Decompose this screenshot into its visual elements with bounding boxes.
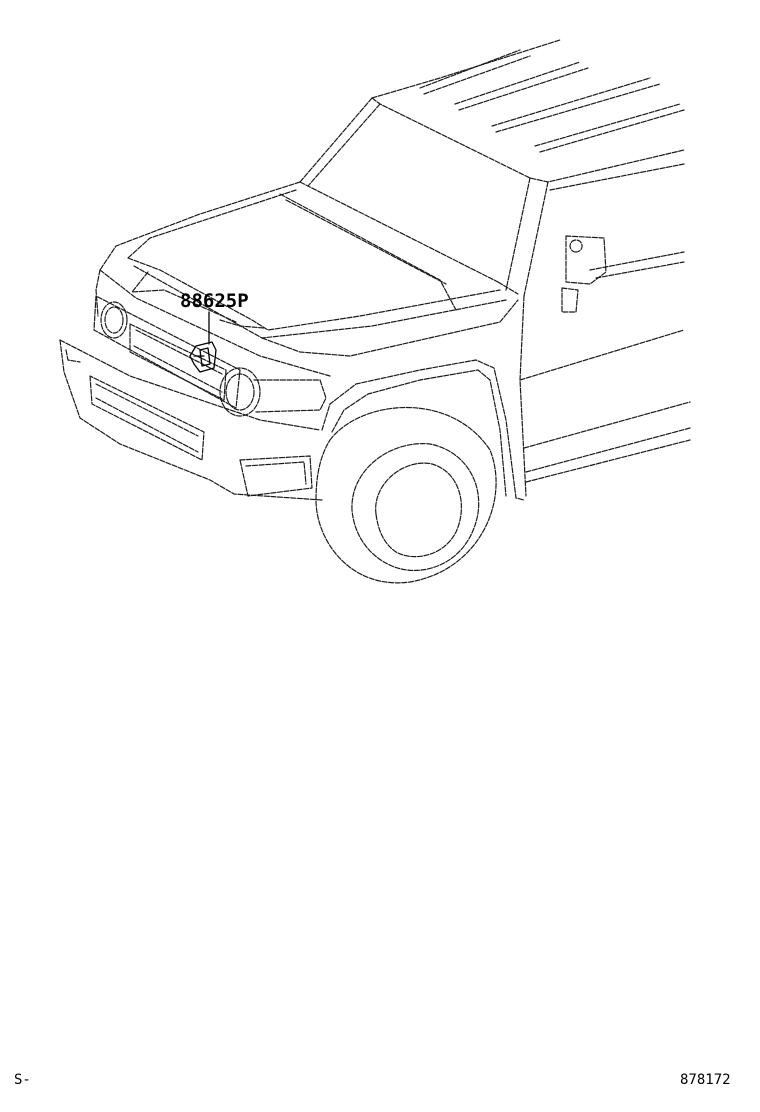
sensor-part-88625P[interactable] — [189, 311, 217, 373]
illustration-number-text: 878172 — [680, 1072, 731, 1088]
grille — [93, 295, 241, 409]
sensor-body — [189, 341, 217, 373]
sensor-connector — [199, 347, 211, 367]
part-number-label: 88625P — [180, 290, 249, 312]
hood — [99, 181, 507, 339]
front-bumper — [59, 339, 327, 501]
cabin-outline — [299, 39, 685, 297]
headlights — [100, 301, 261, 417]
page-code-text: S- — [14, 1072, 31, 1088]
body-side — [519, 251, 691, 497]
side-mirror — [561, 235, 607, 313]
roof-rack — [419, 49, 685, 153]
wheel-arch — [321, 359, 525, 501]
fender — [95, 269, 519, 377]
front-tire — [315, 407, 497, 584]
